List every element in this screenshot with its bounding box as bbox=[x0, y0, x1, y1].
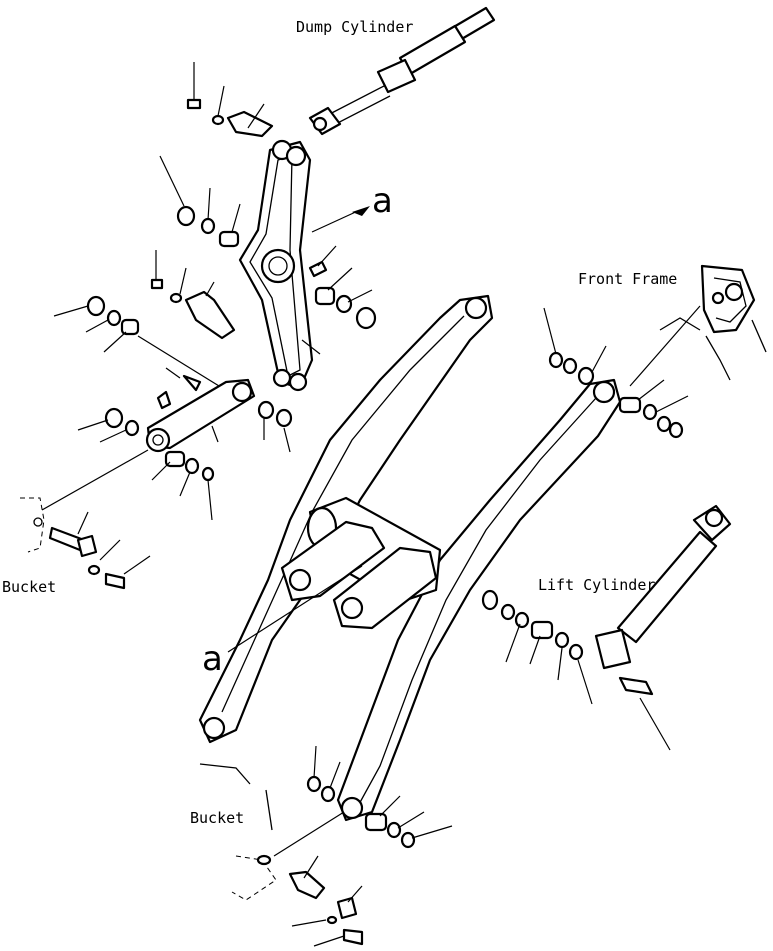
bucket-bottom-label: Bucket bbox=[190, 809, 244, 827]
middle-pin-set bbox=[53, 250, 321, 395]
dump-cylinder bbox=[308, 6, 496, 136]
bucket-left-label: Bucket bbox=[2, 578, 56, 596]
lift-cylinder-label: Lift Cylinder bbox=[538, 576, 655, 594]
bucket-bottom-attachment bbox=[199, 745, 453, 947]
lift-cylinder bbox=[481, 504, 732, 751]
dump-link bbox=[41, 367, 293, 521]
upper-pin-set bbox=[159, 62, 377, 330]
callout-a-left: a bbox=[202, 639, 223, 679]
bucket-left-attachment bbox=[20, 497, 151, 590]
front-frame-label: Front Frame bbox=[578, 270, 677, 288]
cross-tube bbox=[227, 496, 442, 653]
dump-cylinder-label: Dump Cylinder bbox=[296, 18, 413, 36]
lift-arm-right bbox=[336, 378, 622, 822]
front-frame bbox=[543, 264, 767, 439]
bell-crank bbox=[238, 139, 370, 392]
callout-a-top: a bbox=[372, 181, 393, 221]
